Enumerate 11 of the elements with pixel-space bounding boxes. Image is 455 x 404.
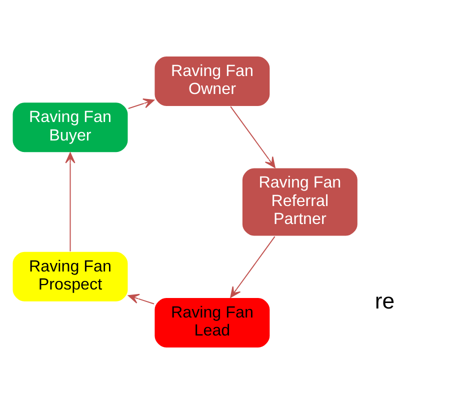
node-box: Raving Fan Prospect bbox=[12, 250, 129, 302]
node-box: Raving Fan Owner bbox=[154, 56, 271, 107]
node-box: Raving Fan Referral Partner bbox=[241, 167, 358, 237]
arrow bbox=[128, 294, 154, 304]
node-box: Raving Fan Lead bbox=[154, 297, 271, 348]
node-box: Raving Fan Buyer bbox=[12, 102, 129, 154]
arrow bbox=[65, 152, 76, 252]
arrow bbox=[128, 98, 154, 109]
arrow bbox=[230, 236, 276, 298]
arrow bbox=[230, 106, 276, 168]
label: re bbox=[374, 288, 395, 314]
